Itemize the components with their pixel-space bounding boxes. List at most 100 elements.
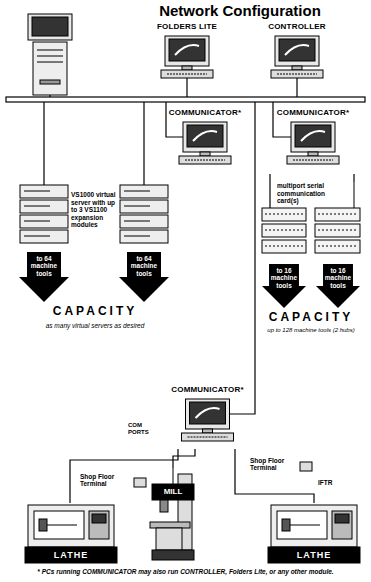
node-label: to 64 machine tools [126,255,162,277]
mill-head [152,484,194,500]
computer-base [271,70,323,78]
capacity-arrow: to 64 machine tools [19,252,69,302]
server-stack [120,185,168,243]
drawing-line [296,78,297,97]
node-label: LATHE [297,550,331,560]
note-label: IFTR [318,479,348,486]
shape-line [24,221,50,222]
shape-line [188,437,228,438]
lathe-machine: LATHE [268,503,360,563]
server-module [20,215,68,228]
screen [190,402,226,424]
shape-line [24,206,50,207]
drawing-rect [262,240,306,253]
drawing-line [124,236,150,237]
drawing-rect [120,185,168,198]
screen [187,125,223,147]
note-label: as many virtual servers as desired [20,322,170,329]
computer-node: COMMUNICATOR* [165,385,250,449]
drawing-rect [28,14,72,40]
lathe-cabinet [25,547,117,563]
serial-card [315,208,360,221]
serial-card [315,240,360,253]
computer-node: FOLDERS LITE [142,22,232,88]
screen [279,39,315,61]
monitor-neck [308,152,318,156]
screen-logo [175,45,199,55]
node-label: CONTROLLER [268,22,326,32]
terminal-symbol [134,462,312,487]
screen-logo [193,131,217,141]
computer-node-outline [252,22,342,88]
footnote-caption: * PCs running COMMUNICATOR may also run … [6,568,365,575]
drawing-line [43,102,44,185]
shape-line [24,236,50,237]
lathe-cabinet [268,547,360,563]
computer-base [182,433,234,441]
drawing-rect [134,478,146,487]
computer-node: CONTROLLER [252,22,342,88]
drawing-line [143,102,144,185]
screen-logo [301,131,325,141]
note-label: Shop Floor Terminal [250,457,296,472]
drawing-line [37,62,63,63]
node-label: COMMUNICATOR* [171,385,244,395]
shape-line [173,468,174,484]
cable-connector [173,449,195,468]
monitor [275,36,319,66]
node-label: to 16 machine tools [323,267,353,289]
note-label: up to 128 machine tools (2 hubs) [255,327,367,334]
shape-line [47,525,77,526]
shape-line [354,182,355,208]
computer-base [161,70,213,78]
cable-connector [235,449,314,503]
drawing-rect [120,200,168,213]
cable-connector [353,174,354,182]
lathe-chuck [39,519,47,531]
drawing-line [49,95,50,97]
monitor-neck [292,66,302,70]
drawing-line [37,50,63,51]
node-label: to 64 machine tools [26,255,62,277]
computer-node-outline [165,385,250,449]
node-label: LATHE [54,550,88,560]
shape-line [277,74,317,75]
capacity-heading: CAPACITY [255,311,367,325]
arrow-shape [19,252,69,302]
computer-base [287,156,339,164]
shape-line [293,160,333,161]
serial-card-stack [262,208,306,253]
note-label: COM PORTS [128,422,162,436]
drawing-path [230,102,255,414]
computer-node-outline [268,108,358,174]
serial-card-node: multiport serial communication card(s) [277,182,362,256]
capacity-heading: CAPACITY [20,305,170,319]
control-panel [89,511,109,539]
computer-node: COMMUNICATOR* [268,108,358,174]
drawing-line [265,246,303,247]
mill-table [150,522,190,528]
node-label: to 16 machine tools [269,267,299,289]
diagram-title: Network Configuration [140,2,340,19]
note-label: Shop Floor Terminal [80,473,128,488]
drawing-rect [120,230,168,243]
control-panel [332,511,352,539]
shape-line [318,246,357,247]
drawing-rect [6,97,365,102]
monitor-neck [203,429,213,433]
computer-base [179,156,231,164]
shape-line [167,74,207,75]
server-module [20,185,68,198]
arrow-shape [262,264,306,308]
capacity-arrow: to 64 machine tools [119,252,169,302]
node-label: MILL [164,487,183,496]
drawing-line [37,56,63,57]
arrow-shape [316,264,360,308]
shape-line [185,160,225,161]
control-screen [335,514,349,523]
drawing-line [265,230,303,231]
mill-knee [156,528,182,550]
node-label: FOLDERS LITE [157,22,217,32]
drawing-line [124,221,150,222]
server-tower [28,14,72,95]
